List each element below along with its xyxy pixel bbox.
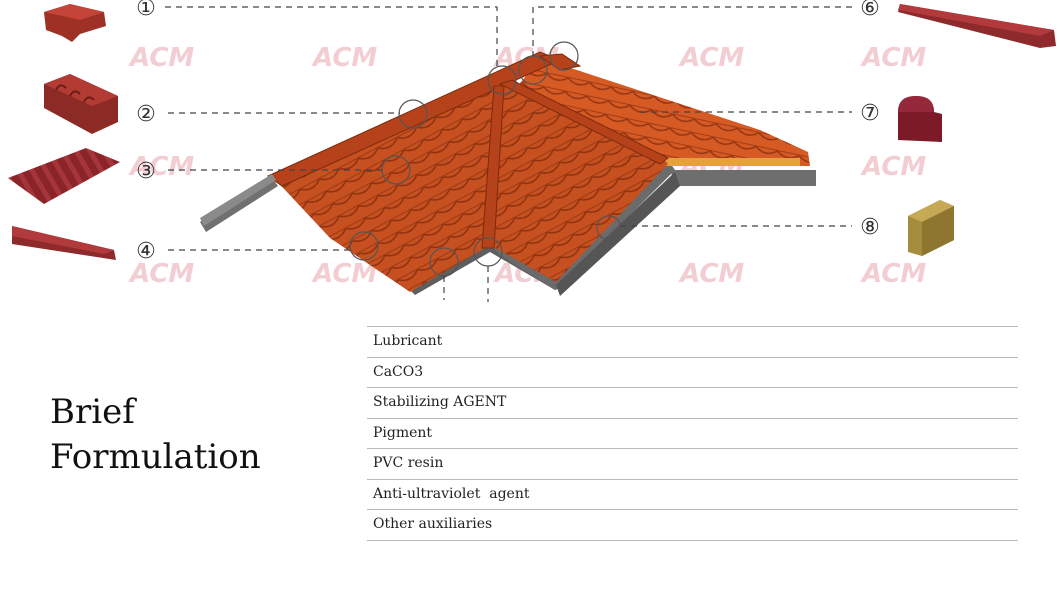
tile-field-front [490,82,668,282]
roof-diagram: ACM ACM ACM ACM ACM ACM ACM ACM ACM ACM … [8,0,1056,302]
callout-6: ⑥ [860,0,880,21]
list-item: Lubricant [367,327,1018,358]
page-title: Brief Formulation [50,390,330,480]
callout-3: ③ [136,159,156,184]
callout-2: ② [136,102,156,127]
watermark: ACM [860,43,926,73]
wood-beams [650,158,800,166]
watermark: ACM [128,259,194,289]
ridge-tiles [267,51,669,249]
part-4-edge-trim [12,226,116,260]
list-item: CaCO3 [367,358,1018,388]
list-item: Stabilizing AGENT [367,388,1018,419]
left-gable-edge [200,174,276,226]
callout-7: ⑦ [860,101,880,126]
part-8-wood-beam [908,200,954,256]
part-7-end-cap [898,96,942,142]
part-3-roof-sheet [8,148,120,204]
tile-field-back [510,58,810,166]
watermark: ACM [311,43,377,73]
callout-1: ① [136,0,156,21]
formulation-list: Lubricant CaCO3 Stabilizing AGENT Pigmen… [367,326,1018,541]
callout-8: ⑧ [860,215,880,240]
list-item: Anti-ultraviolet agent [367,480,1018,510]
part-2-tile-end [44,74,118,134]
part-6-ridge-strip [898,4,1056,48]
part-1-ridge-cap [44,4,106,42]
watermark: ACM [128,43,194,73]
leader-lines [165,6,852,302]
watermark: ACM [860,152,926,182]
list-item: Other auxiliaries [367,510,1018,541]
list-item: PVC resin [367,449,1018,480]
callout-4: ④ [136,239,156,264]
tile-field-left [272,82,500,292]
title-line-2: Formulation [50,437,261,477]
watermark: ACM [678,43,744,73]
watermark: ACM [860,259,926,289]
title-line-1: Brief [50,392,135,432]
watermark: ACM [311,259,377,289]
watermark: ACM [128,152,194,182]
list-item: Pigment [367,419,1018,449]
watermark: ACM [678,259,744,289]
